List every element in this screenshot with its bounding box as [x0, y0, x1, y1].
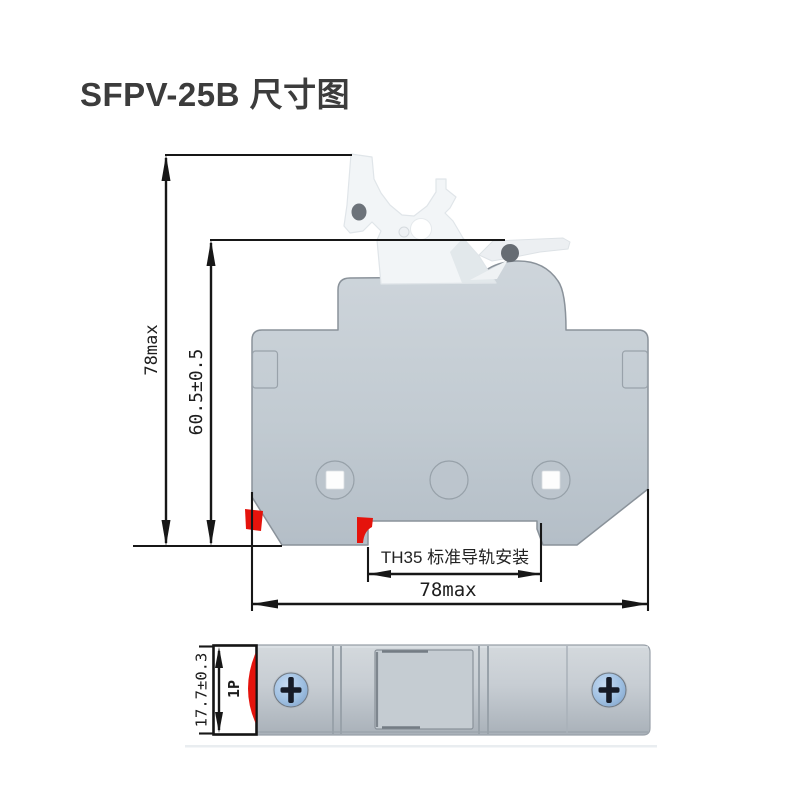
- dim-overall-height-label: 78max: [142, 324, 162, 375]
- label-red-stripe: [248, 653, 256, 723]
- pole-label: 1P: [225, 680, 243, 698]
- dim-body-height: 60.5±0.5: [186, 238, 505, 546]
- dim-body-height-label: 60.5±0.5: [186, 349, 207, 436]
- latch-arm: [470, 237, 571, 280]
- release-lever: [343, 153, 497, 285]
- lever-hole: [410, 218, 432, 240]
- side-view: 78max 60.5±0.5 TH35 标准导轨安装: [133, 153, 650, 611]
- body-groove-left: [251, 350, 279, 389]
- dim-overall-height: 78max: [142, 153, 352, 546]
- page-title: SFPV-25B 尺寸图: [80, 76, 351, 113]
- rail-note-label: TH35 标准导轨安装: [381, 548, 529, 567]
- lever-shading: [450, 238, 496, 283]
- front-shadow-line: [185, 745, 657, 748]
- screw-left: [272, 671, 310, 709]
- latch-wedge: [470, 260, 508, 280]
- front-grooves: [332, 646, 568, 734]
- lever-pivot-dot: [351, 203, 367, 221]
- rail-clip-center: [357, 517, 373, 543]
- dim-overall-width: 78max: [250, 489, 650, 611]
- lever-pin: [398, 226, 410, 238]
- body-groove-right: [621, 350, 649, 389]
- device-body-side: [251, 260, 649, 546]
- dim-front-height: 17.7±0.3: [193, 645, 223, 735]
- latch-pivot-dot: [501, 244, 519, 262]
- screw-right: [590, 671, 628, 709]
- dim-overall-width-label: 78max: [419, 579, 476, 601]
- front-view: 1P 17.7±0.3: [185, 644, 657, 748]
- rail-clip-left: [245, 509, 263, 531]
- dim-rail-slot: TH35 标准导轨安装: [366, 523, 543, 582]
- dim-front-height-label: 17.7±0.3: [193, 653, 211, 728]
- mount-holes: [315, 460, 571, 500]
- fuse-window: [374, 649, 474, 730]
